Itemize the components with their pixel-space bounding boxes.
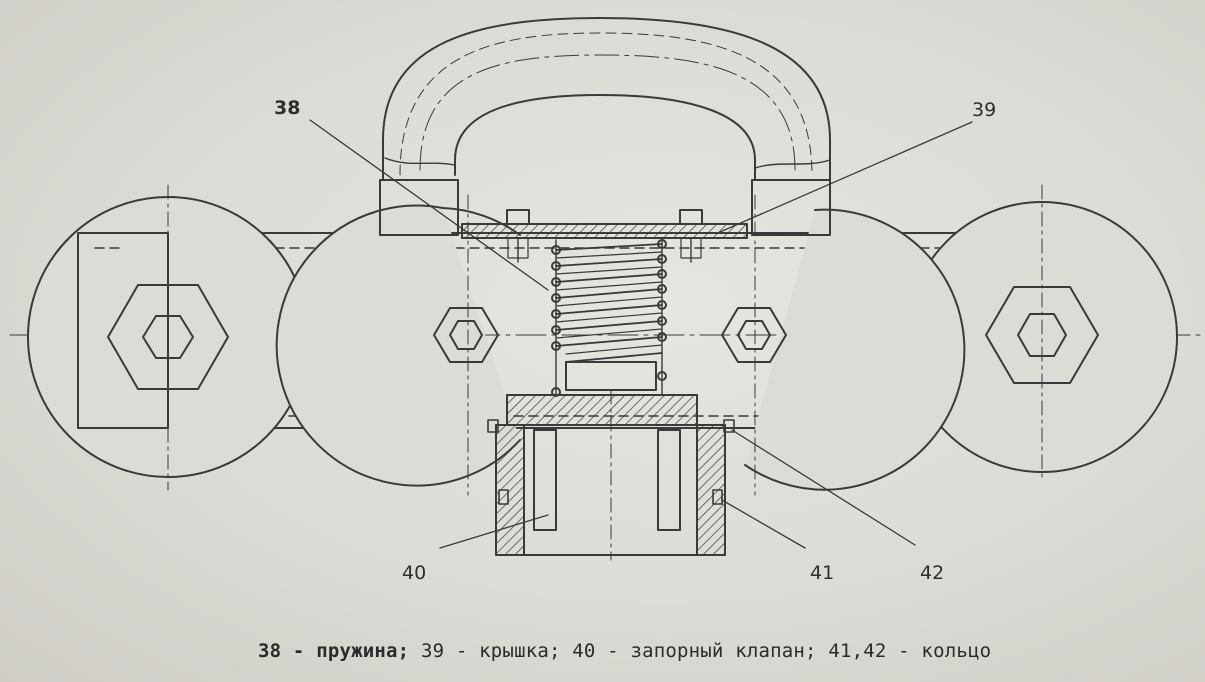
caption-lead: 38 - пружина;	[258, 640, 410, 662]
callout-38: 38	[274, 97, 301, 119]
callout-41: 41	[810, 562, 835, 584]
roller-wheel-3	[721, 194, 966, 496]
figure-caption: 38 - пружина; 39 - крышка; 40 - запорный…	[258, 640, 1118, 662]
callout-39: 39	[972, 99, 997, 121]
spring	[551, 239, 667, 397]
roller-wheel-2	[275, 194, 521, 496]
shutoff-valve	[495, 389, 726, 561]
cover-plate	[461, 209, 748, 263]
carry-handle	[379, 17, 831, 236]
callout-40: 40	[402, 562, 427, 584]
callout-42: 42	[920, 562, 945, 584]
leader-lines	[309, 119, 973, 549]
caption-rest: 39 - крышка; 40 - запорный клапан; 41,42…	[409, 640, 992, 662]
sealing-rings	[487, 419, 735, 505]
roller-wheel-1	[27, 184, 309, 491]
